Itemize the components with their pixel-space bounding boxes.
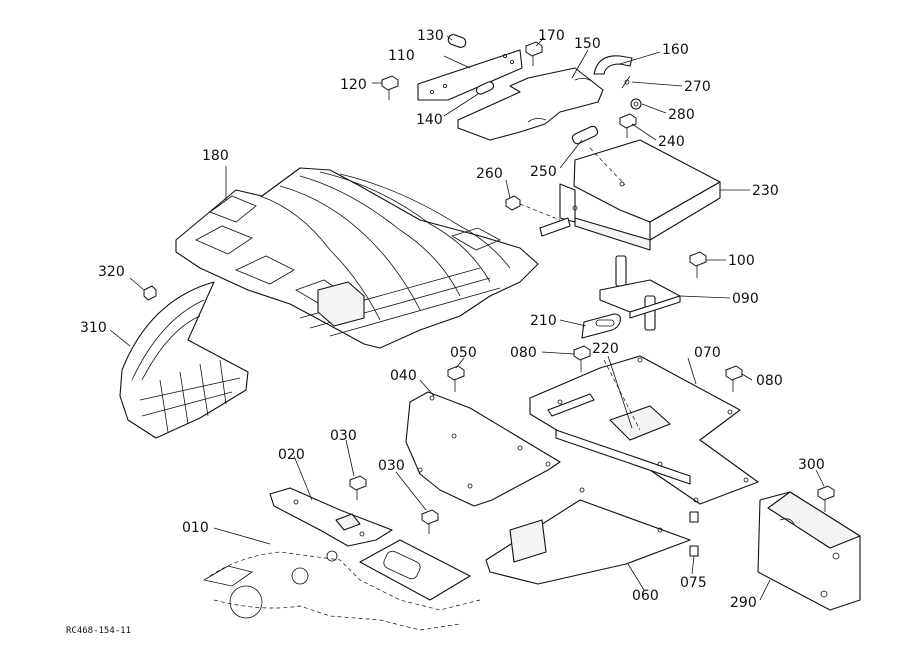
part-090-bracket [599,255,681,331]
label-210: 210 [530,313,557,329]
label-130: 130 [417,28,444,44]
part-260-bolt [505,195,561,221]
label-220: 220 [592,341,619,357]
label-020: 020 [278,447,305,463]
part-280-washer [630,98,642,110]
reference-code: RC468-154-11 [66,626,131,636]
part-075-clip [689,511,699,557]
label-080-right: 080 [756,373,783,389]
bolt-120 [381,75,399,100]
part-310-side-cover [119,281,249,439]
label-050: 050 [450,345,477,361]
part-110-plate [417,49,523,101]
part-180-floor-mat [175,167,539,349]
part-bracket-under-260 [539,217,571,237]
label-270: 270 [684,79,711,95]
bolt-080-right [725,365,743,392]
part-270-pin [621,75,631,89]
label-140: 140 [416,112,443,128]
part-140-pin [475,81,495,95]
bolt-300 [817,485,835,512]
label-110: 110 [388,48,415,64]
part-160-strap [593,55,633,75]
part-290-cover [757,491,861,611]
label-250: 250 [530,164,557,180]
bolt-050 [447,365,465,392]
label-280: 280 [668,107,695,123]
part-250-grommet [571,125,599,145]
label-180: 180 [202,148,229,164]
part-150-plate [457,67,604,141]
part-210-clip [581,313,621,339]
bolt-030-left [349,475,367,500]
label-070: 070 [694,345,721,361]
label-230: 230 [752,183,779,199]
part-010-base-plate [359,539,471,601]
label-150: 150 [574,36,601,52]
label-240: 240 [658,134,685,150]
label-160: 160 [662,42,689,58]
part-230-cover [559,139,721,251]
bolt-320 [143,285,157,301]
part-labels: 130 110 120 140 170 150 160 270 280 240 … [66,28,825,636]
bolt-240 [619,113,637,138]
label-030-left: 030 [330,428,357,444]
bolt-080-left [573,345,591,372]
leader-lines [109,35,825,601]
label-170: 170 [538,28,565,44]
part-070-plate [529,355,759,505]
label-060: 060 [632,588,659,604]
part-020-bracket [269,487,393,547]
label-080-left: 080 [510,345,537,361]
label-075: 075 [680,575,707,591]
label-290: 290 [730,595,757,611]
label-040: 040 [390,368,417,384]
label-010: 010 [182,520,209,536]
part-060-panel [485,487,691,585]
label-090: 090 [732,291,759,307]
label-100: 100 [728,253,755,269]
bolt-100 [689,251,707,278]
label-260: 260 [476,166,503,182]
label-310: 310 [80,320,107,336]
bolt-170 [525,41,543,66]
label-300: 300 [798,457,825,473]
bolt-030-right [421,509,439,534]
part-130-clip [447,34,467,48]
label-120: 120 [340,77,367,93]
label-320: 320 [98,264,125,280]
label-030-right: 030 [378,458,405,474]
part-040-plate [405,391,561,507]
frame-outline [202,550,481,631]
